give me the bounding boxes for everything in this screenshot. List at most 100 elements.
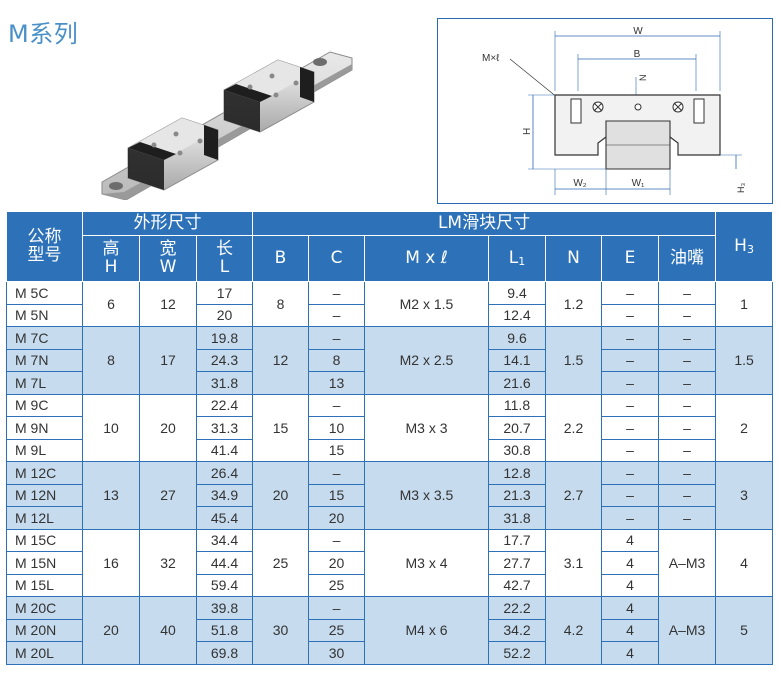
cell-n: 1.5 [545, 326, 602, 395]
header-b: B [252, 235, 309, 282]
header-c: C [308, 235, 365, 282]
cell-e: 4 [601, 551, 659, 575]
cell-length: 44.4 [196, 551, 253, 575]
cell-c: – [308, 393, 365, 417]
cell-length: 45.4 [196, 506, 253, 530]
cell-length: 51.8 [196, 618, 253, 642]
cell-length: 34.9 [196, 483, 253, 507]
cell-l1: 31.8 [488, 506, 546, 530]
cell-height: 16 [82, 528, 140, 597]
cell-grease-nipple: – [657, 461, 717, 485]
cell-length: 24.3 [196, 348, 253, 372]
cell-length: 26.4 [196, 461, 253, 485]
cell-h3: 5 [715, 596, 774, 665]
header-length-sym: L [219, 256, 230, 277]
cell-n: 1.2 [545, 281, 602, 327]
cell-c: 15 [308, 483, 365, 507]
header-l1-sub: 1 [518, 254, 526, 268]
cell-l1: 11.8 [488, 393, 546, 417]
cell-model: M 9C [6, 393, 83, 417]
cell-model: M 7N [6, 348, 83, 372]
cell-h3: 3 [715, 461, 774, 530]
cell-e: – [601, 281, 659, 305]
cell-width: 40 [139, 596, 197, 665]
cell-l1: 21.6 [488, 371, 546, 395]
cell-width: 20 [139, 393, 197, 462]
header-nominal-line2: 型号 [27, 244, 62, 265]
cell-length: 19.8 [196, 326, 253, 350]
cell-b: 15 [252, 393, 309, 462]
cell-e: – [601, 303, 659, 327]
cell-m-x-l: M3 x 3.5 [364, 461, 489, 530]
cell-length: 31.8 [196, 371, 253, 395]
header-l1: L1 [488, 235, 546, 282]
dim-label-b: B [634, 49, 641, 60]
header-h3: H3 [715, 211, 774, 282]
cell-b: 12 [252, 326, 309, 395]
cell-c: 30 [308, 641, 365, 665]
cell-model: M 12C [6, 461, 83, 485]
cell-model: M 7L [6, 371, 83, 395]
cell-c: – [308, 281, 365, 305]
cell-l1: 52.2 [488, 641, 546, 665]
lm-block-front [127, 117, 219, 191]
cell-h3: 4 [715, 528, 774, 597]
header-m-x-l: M x ℓ [364, 235, 489, 282]
cell-c: 25 [308, 573, 365, 597]
cell-grease-nipple: – [657, 393, 717, 417]
cell-l1: 12.8 [488, 461, 546, 485]
cell-grease-nipple: – [657, 348, 717, 372]
cell-c: – [308, 303, 365, 327]
cell-h3: 1 [715, 281, 774, 327]
cell-l1: 27.7 [488, 551, 546, 575]
cell-height: 13 [82, 461, 140, 530]
header-lm-block-dimensions: LM滑块尺寸 [251, 211, 717, 236]
header-nominal-model: 公称 型号 [6, 211, 83, 282]
cell-h3: 1.5 [715, 326, 774, 395]
header-grease-nipple: 油嘴 [657, 235, 717, 282]
cell-e: – [601, 438, 659, 462]
cell-grease-nipple: – [657, 326, 717, 350]
cell-l1: 14.1 [488, 348, 546, 372]
cell-c: 15 [308, 438, 365, 462]
dim-label-mxl: M×ℓ [482, 53, 500, 64]
cell-width: 17 [139, 326, 197, 395]
cell-e: – [601, 348, 659, 372]
cell-grease-nipple: – [657, 506, 717, 530]
cell-height: 8 [82, 326, 140, 395]
cell-l1: 34.2 [488, 618, 546, 642]
header-h3-text: H [734, 235, 747, 256]
dim-label-w: W [633, 26, 643, 37]
cell-e: 4 [601, 596, 659, 620]
dim-label-n: N [638, 75, 648, 82]
cell-c: – [308, 528, 365, 552]
cell-grease-nipple: – [657, 438, 717, 462]
cell-m-x-l: M2 x 1.5 [364, 281, 489, 327]
cell-grease-nipple: – [657, 281, 717, 305]
cell-grease-nipple: A–M3 [657, 596, 717, 665]
header-height-sym: H [104, 256, 118, 277]
cell-model: M 15C [6, 528, 83, 552]
cell-n: 2.2 [545, 393, 602, 462]
header-n: N [545, 235, 602, 282]
cell-height: 20 [82, 596, 140, 665]
header-h3-sub: 3 [746, 242, 754, 256]
cell-l1: 9.4 [488, 281, 546, 305]
cell-c: – [308, 326, 365, 350]
header-l1-text: L [508, 247, 519, 268]
cell-length: 31.3 [196, 416, 253, 440]
cell-model: M 20N [6, 618, 83, 642]
cell-e: – [601, 371, 659, 395]
